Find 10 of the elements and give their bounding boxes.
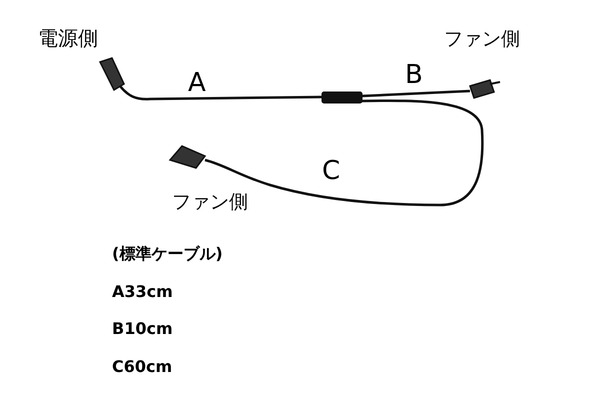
spec-text: (標準ケーブル) xyxy=(112,246,223,262)
segment-label: C xyxy=(322,158,340,184)
end-label: 電源側 xyxy=(38,28,98,48)
end-label: ファン側 xyxy=(172,193,248,212)
spec-text: A33cm xyxy=(112,284,173,300)
segment-label: B xyxy=(405,62,423,88)
end-label: ファン側 xyxy=(444,30,520,49)
spec-text: B10cm xyxy=(112,321,173,337)
spec-text: C60cm xyxy=(112,359,172,375)
segment-label: A xyxy=(188,70,206,96)
